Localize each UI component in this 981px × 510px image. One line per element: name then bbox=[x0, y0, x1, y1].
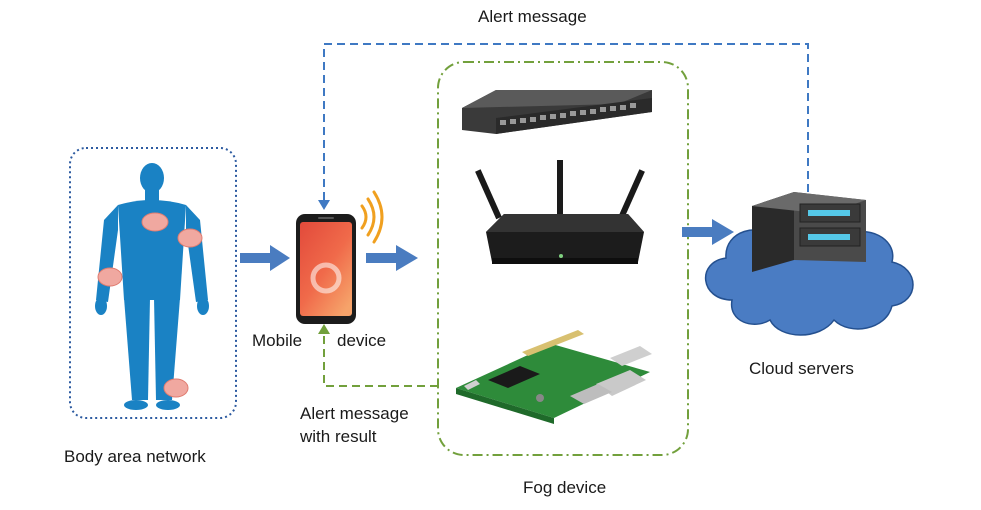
alert-path-fog-to-mobile bbox=[323, 332, 438, 387]
mobile-label: Mobile bbox=[252, 331, 303, 350]
network-switch-icon bbox=[462, 90, 652, 134]
top-alert-label: Alert message bbox=[478, 7, 587, 26]
arrow-fog-to-cloud bbox=[682, 219, 734, 245]
device-label: device bbox=[337, 331, 387, 350]
chest-sensor-icon bbox=[141, 212, 169, 232]
alert-result-label-line1: Alert message bbox=[300, 404, 409, 423]
wireless-signal-icon bbox=[360, 190, 384, 244]
smartphone-icon bbox=[296, 214, 356, 324]
fog-device-label: Fog device bbox=[523, 478, 607, 497]
arm-sensor-icon bbox=[177, 228, 203, 248]
ankle-sensor-icon bbox=[163, 378, 189, 398]
raspberry-pi-icon bbox=[456, 330, 652, 424]
wifi-router-icon bbox=[475, 160, 645, 264]
fog-device-frame bbox=[437, 61, 689, 456]
alert-arrowhead-up bbox=[318, 324, 330, 334]
alert-arrowhead-down bbox=[318, 200, 330, 210]
body-area-network-label: Body area network bbox=[64, 447, 206, 466]
cloud-servers-label: Cloud servers bbox=[749, 359, 854, 378]
human-body-icon bbox=[95, 163, 209, 410]
alert-result-label-line2: with result bbox=[300, 427, 377, 446]
alert-path-cloud-to-mobile bbox=[323, 43, 809, 206]
hand-sensor-icon bbox=[97, 267, 123, 287]
arrow-body-to-mobile bbox=[240, 245, 290, 271]
server-icon bbox=[752, 192, 866, 272]
arrow-mobile-to-fog bbox=[366, 245, 418, 271]
body-area-network-frame bbox=[69, 147, 237, 419]
